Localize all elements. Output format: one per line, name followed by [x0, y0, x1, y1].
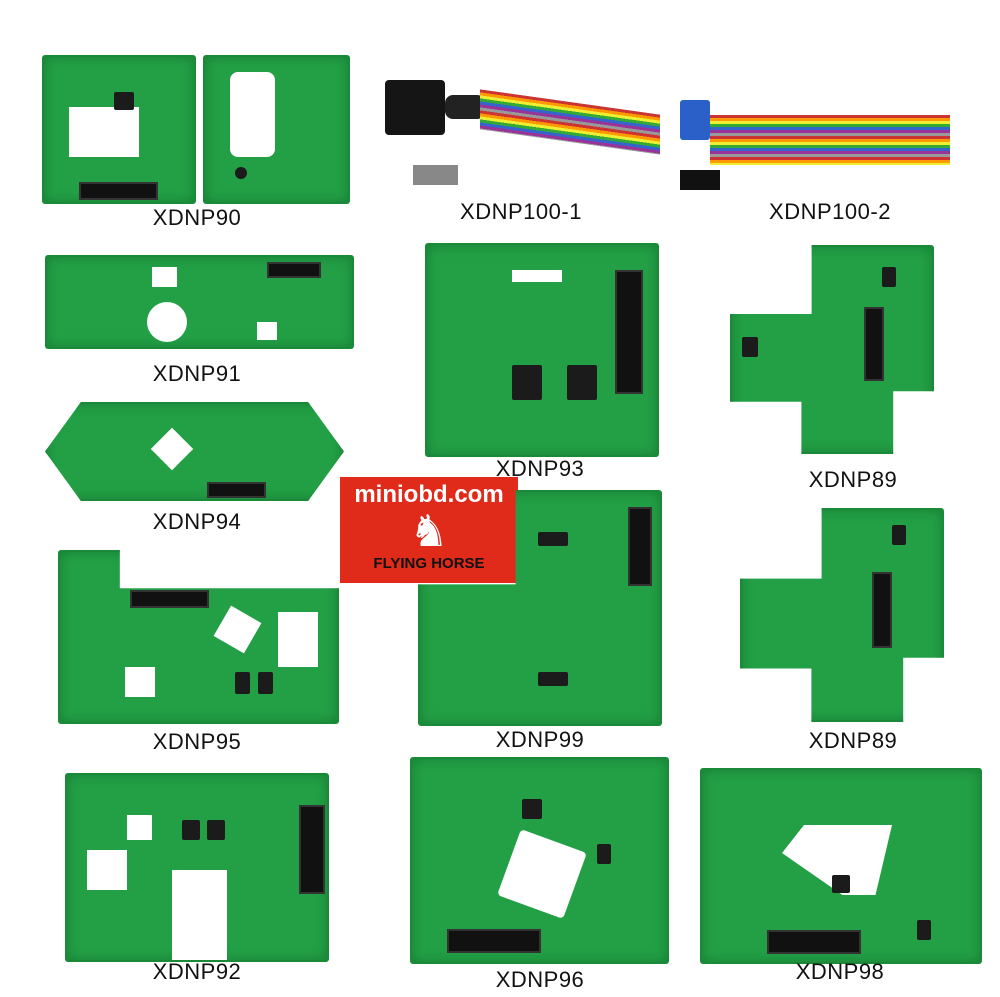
product-label: XDNP100-2	[769, 199, 891, 224]
product-label: XDNP94	[152, 509, 242, 534]
board-xdnp94	[45, 402, 344, 501]
board-xdnp98	[700, 768, 982, 964]
board-xdnp96	[410, 757, 669, 964]
product-label: XDNP96	[495, 967, 585, 992]
product-label: XDNP91	[152, 361, 242, 386]
product-label: XDNP92	[152, 959, 242, 984]
cable-xdnp100-2	[670, 95, 960, 205]
board-xdnp93	[425, 243, 659, 457]
logo-brand-text: FLYING HORSE	[373, 555, 485, 572]
board-xdnp95	[58, 550, 339, 724]
logo-site-text: miniobd.com	[354, 481, 504, 508]
board-xdnp90-a	[42, 55, 196, 204]
horse-icon: ♞	[409, 507, 449, 556]
brand-logo: miniobd.com ♞ FLYING HORSE	[340, 477, 518, 583]
product-label: XDNP99	[495, 727, 585, 752]
cable-xdnp100-1	[375, 70, 675, 190]
board-xdnp92	[65, 773, 329, 962]
product-label: XDNP89	[808, 467, 898, 492]
product-label: XDNP98	[795, 959, 885, 984]
product-label: XDNP95	[152, 729, 242, 754]
board-xdnp89-b	[740, 508, 944, 722]
product-label: XDNP90	[152, 205, 242, 230]
product-label: XDNP100-1	[460, 199, 582, 224]
product-label: XDNP93	[495, 456, 585, 481]
board-xdnp89-a	[730, 245, 934, 454]
board-xdnp91	[45, 255, 354, 349]
board-xdnp90-b	[203, 55, 350, 204]
product-label: XDNP89	[808, 728, 898, 753]
